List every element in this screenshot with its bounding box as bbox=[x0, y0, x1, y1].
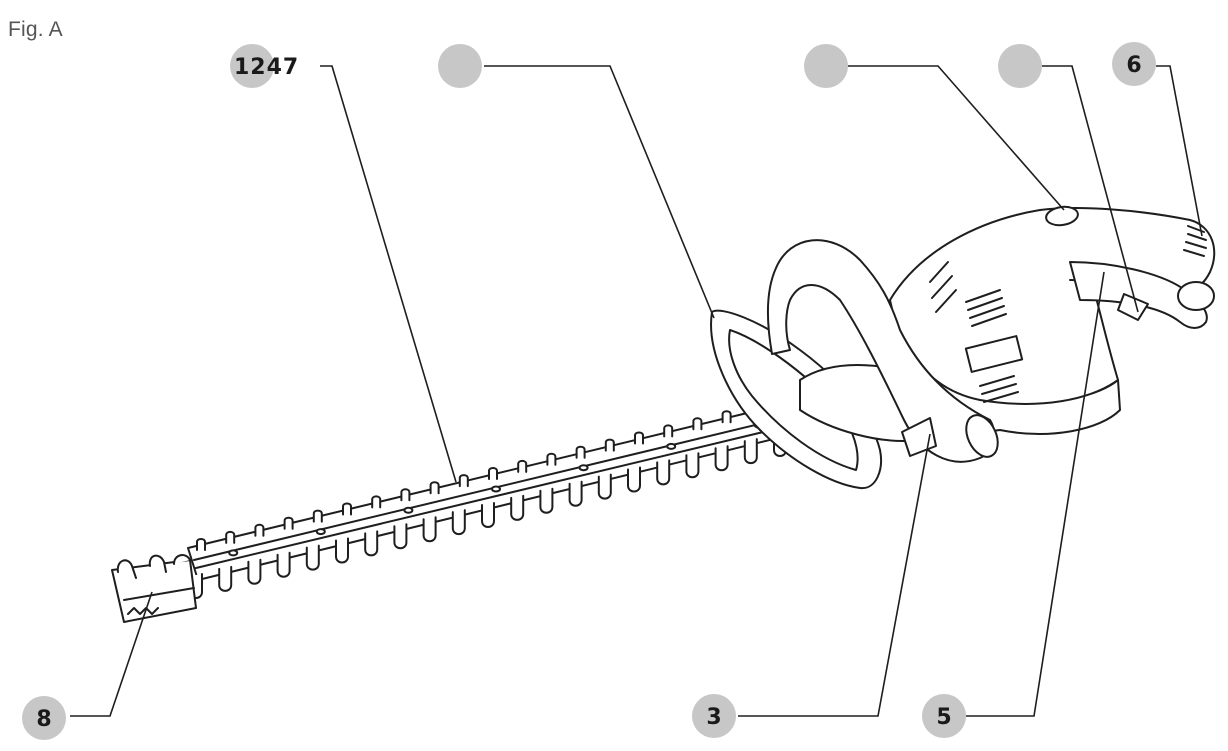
blade-tooth-upper bbox=[604, 438, 615, 452]
blade-tooth bbox=[656, 459, 671, 486]
blade-tooth bbox=[743, 438, 758, 465]
blade-tooth-upper bbox=[196, 538, 206, 551]
housing-vents bbox=[929, 261, 1019, 403]
blade-teeth-lower bbox=[189, 431, 787, 599]
blade-tooth-upper bbox=[634, 431, 644, 445]
callout-badge-blank-a bbox=[438, 44, 482, 88]
blade-tooth-upper bbox=[429, 481, 440, 495]
blade-guide-rail bbox=[193, 419, 777, 561]
callout-badge-blank-b bbox=[804, 44, 848, 88]
blade-tooth bbox=[335, 537, 349, 564]
blade-tooth bbox=[393, 523, 408, 550]
blade-tooth bbox=[568, 480, 583, 507]
blade-tooth bbox=[627, 466, 641, 493]
blade-tooth-upper bbox=[400, 488, 411, 502]
blade-tooth-upper bbox=[312, 509, 323, 523]
callout-badge-1247 bbox=[230, 44, 274, 88]
blade-teeth-upper bbox=[196, 396, 790, 551]
blade-rivet bbox=[315, 528, 326, 536]
callout-label-1247: 1247 bbox=[234, 55, 299, 80]
leader-line-6 bbox=[1156, 65, 1203, 237]
blade-rivets bbox=[228, 421, 764, 557]
blade-tooth bbox=[247, 558, 262, 585]
blade-tooth-upper bbox=[488, 467, 498, 480]
leader-lines bbox=[70, 65, 1203, 717]
blade-tooth bbox=[597, 473, 612, 500]
blade-tooth-upper bbox=[517, 459, 528, 473]
callout-badge-5 bbox=[922, 694, 966, 738]
blade-tooth bbox=[510, 494, 525, 521]
blade-tip-guard bbox=[111, 554, 197, 623]
blade-tooth-upper bbox=[283, 516, 294, 530]
blade-tooth-upper bbox=[342, 502, 352, 516]
leader-line-8 bbox=[70, 591, 153, 717]
leader-line-3 bbox=[738, 433, 931, 717]
blade-tooth bbox=[714, 445, 729, 472]
callout-label-5: 5 bbox=[936, 705, 951, 730]
hedge-trimmer-illustration bbox=[111, 205, 1216, 623]
front-handle bbox=[766, 239, 996, 463]
blade-tooth bbox=[364, 530, 379, 557]
blade-tooth-upper bbox=[721, 410, 732, 424]
rear-trigger bbox=[1117, 293, 1149, 321]
blade-tooth bbox=[218, 565, 233, 592]
blade-rivet bbox=[666, 442, 677, 450]
blade-rivet bbox=[491, 485, 501, 493]
callout-badges: 1247 6 8 3 5 bbox=[22, 42, 1156, 740]
blade-tooth bbox=[451, 509, 466, 536]
callout-label-6: 6 bbox=[1126, 53, 1141, 78]
blade-tooth-upper bbox=[254, 523, 265, 537]
blade-rivet bbox=[228, 549, 239, 557]
blade-tooth-upper bbox=[371, 495, 382, 509]
blade-rivet bbox=[403, 506, 414, 514]
blade-tooth bbox=[539, 487, 554, 514]
leader-line-blank-b bbox=[848, 65, 1065, 211]
leader-line-1247 bbox=[320, 65, 457, 483]
blade-tooth-upper bbox=[225, 530, 236, 544]
callout-badge-blank-c bbox=[998, 44, 1042, 88]
blade-tooth-upper bbox=[546, 452, 557, 466]
callout-badge-3 bbox=[692, 694, 736, 738]
blade-tooth bbox=[685, 452, 700, 479]
blade-tooth-upper bbox=[575, 445, 586, 459]
blade-rivet bbox=[578, 464, 589, 472]
blade-guide-rail-lower bbox=[195, 427, 781, 569]
leader-line-blank-c bbox=[1042, 65, 1139, 313]
blade-tooth bbox=[276, 551, 291, 578]
callout-badge-6 bbox=[1112, 42, 1156, 86]
callout-label-3: 3 bbox=[706, 705, 721, 730]
callout-badge-8 bbox=[22, 696, 66, 740]
blade-tooth bbox=[422, 516, 437, 543]
figure-label: Fig. A bbox=[8, 18, 63, 41]
blade-assembly bbox=[187, 396, 790, 599]
blade-tooth-upper bbox=[663, 424, 674, 438]
blade-tooth bbox=[481, 502, 495, 528]
blade-tooth-upper bbox=[692, 417, 703, 431]
blade-tooth bbox=[305, 544, 320, 571]
leader-line-5 bbox=[966, 271, 1105, 717]
callout-label-8: 8 bbox=[36, 707, 51, 732]
leader-line-blank-a bbox=[484, 65, 715, 319]
blade-tooth-upper bbox=[458, 474, 469, 488]
